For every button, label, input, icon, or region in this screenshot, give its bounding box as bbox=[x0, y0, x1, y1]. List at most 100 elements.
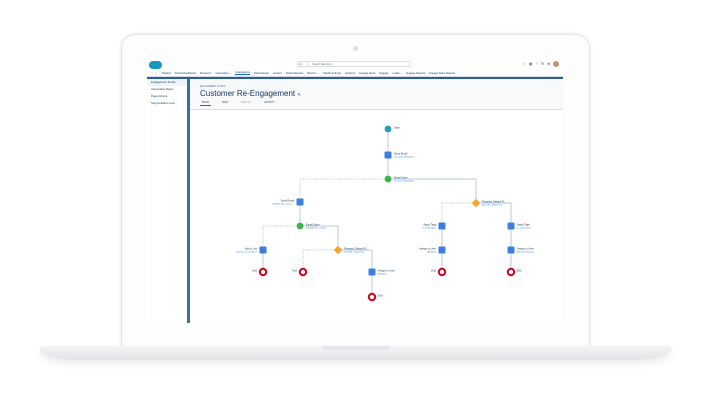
end-icon bbox=[437, 267, 447, 277]
node-detail: Job Title contains ba... bbox=[482, 204, 504, 207]
sidebar-item[interactable]: Automation Rules bbox=[151, 87, 174, 91]
end-icon bbox=[506, 267, 516, 277]
node-detail: Maureen Faherty bbox=[517, 251, 535, 254]
flow-node-end[interactable]: End bbox=[292, 267, 308, 277]
node-label: Start bbox=[394, 126, 400, 130]
nav-item[interactable]: Reports ⌄ bbox=[307, 71, 320, 75]
favorites-icon[interactable]: ☆ bbox=[522, 61, 526, 66]
nav-item[interactable]: Pardot Dashboard bbox=[174, 71, 196, 75]
flow-connector bbox=[300, 225, 339, 250]
nav-item[interactable]: Prospects bbox=[199, 71, 212, 75]
nav-item[interactable]: Leads ⌄ bbox=[392, 71, 403, 75]
nav-item[interactable]: Pardot Email bbox=[253, 71, 269, 75]
flow-connector bbox=[476, 202, 512, 226]
nav-item[interactable]: Campaigns ⌄ bbox=[215, 71, 232, 75]
nav-item[interactable]: Analytics bbox=[345, 71, 356, 75]
nav-item[interactable]: Engage Alerts bbox=[359, 71, 376, 75]
nav-item[interactable]: Pardot Reports bbox=[285, 71, 304, 75]
flow-connector bbox=[441, 202, 476, 226]
flow-node-end[interactable]: End bbox=[252, 267, 268, 277]
tab[interactable]: ACTIVITY bbox=[264, 101, 275, 104]
nav-item[interactable]: Automations bbox=[235, 71, 250, 75]
flow-node-end[interactable]: End bbox=[506, 267, 522, 277]
trigger-icon bbox=[384, 175, 392, 183]
help-icon[interactable]: ? bbox=[535, 61, 538, 66]
action-icon bbox=[507, 246, 515, 254]
nav-item[interactable]: Engage Team Reports bbox=[429, 71, 456, 75]
nav-item[interactable]: Engage Reports bbox=[406, 71, 426, 75]
action-icon bbox=[384, 151, 392, 159]
node-label: Assign to User bbox=[517, 247, 534, 251]
app-name: Pardot bbox=[162, 71, 171, 75]
bell-icon[interactable]: ♣ bbox=[547, 61, 550, 66]
flow-node-end[interactable]: End bbox=[367, 292, 383, 302]
action-icon bbox=[507, 222, 515, 230]
breadcrumb: ENGAGEMENT STUDIO bbox=[200, 86, 226, 88]
gear-icon[interactable]: ⚙ bbox=[540, 61, 545, 66]
tab[interactable]: REPORT bbox=[241, 101, 252, 104]
start-icon bbox=[384, 125, 392, 133]
node-detail: Bill Bask bbox=[378, 274, 387, 276]
nav-item[interactable]: Content bbox=[272, 71, 282, 75]
node-detail: 6 Month disc. to bus... bbox=[273, 203, 295, 206]
title-text: Customer Re-Engagement bbox=[200, 89, 296, 98]
flow-node-rule[interactable]: Prospect Default Fi...Job Title contains… bbox=[333, 245, 369, 255]
flow-node-start[interactable]: Start bbox=[384, 125, 400, 133]
nav-item[interactable]: Pardot Settings bbox=[323, 71, 342, 75]
action-icon bbox=[368, 268, 376, 276]
rule-icon bbox=[333, 245, 343, 255]
node-label: End bbox=[378, 294, 383, 298]
trigger-icon bbox=[296, 222, 304, 230]
end-icon bbox=[298, 267, 308, 277]
flow-connector bbox=[299, 178, 388, 202]
flow-node-rule[interactable]: Prospect Default Fi...Job Title contains… bbox=[471, 198, 507, 208]
node-detail: Inactive Lenses Base bbox=[236, 251, 258, 254]
node-label: Prospect Default Fi... bbox=[482, 200, 506, 204]
nav-item[interactable]: Engage bbox=[379, 71, 389, 75]
page-header: ENGAGEMENT STUDIO Customer Re-Engagement… bbox=[190, 79, 563, 110]
action-icon bbox=[438, 222, 446, 230]
node-label: End bbox=[517, 269, 522, 273]
edit-icon[interactable]: ✎ bbox=[297, 92, 301, 97]
sidebar-item[interactable]: Engagement Studio bbox=[147, 79, 187, 86]
tab[interactable]: BUILD bbox=[200, 101, 212, 106]
camera bbox=[353, 46, 358, 51]
sidebar-item[interactable]: Page Actions bbox=[151, 94, 168, 98]
app-launcher-icon[interactable]: ⋮⋮ bbox=[150, 70, 158, 76]
tab[interactable]: TEST bbox=[222, 101, 229, 104]
node-label: Apply Tags bbox=[517, 223, 530, 227]
flow-node-end[interactable]: End bbox=[431, 267, 447, 277]
node-detail: no email open bbox=[422, 228, 437, 230]
action-icon bbox=[296, 198, 304, 206]
rule-icon bbox=[471, 198, 481, 208]
laptop-base bbox=[40, 346, 671, 360]
add-icon[interactable]: ▣ bbox=[528, 61, 533, 66]
node-label: Send Email bbox=[281, 199, 295, 203]
avatar[interactable] bbox=[553, 61, 559, 67]
end-icon bbox=[258, 267, 268, 277]
node-detail: Customer Newslette... bbox=[394, 156, 416, 159]
node-detail: Bill Bask bbox=[428, 252, 437, 254]
node-label: Add to List bbox=[245, 247, 258, 251]
action-icon bbox=[438, 246, 446, 254]
sidebar-item[interactable]: Segmentation Lists bbox=[151, 101, 175, 105]
node-label: Prospect Default Fi... bbox=[344, 247, 368, 251]
salesforce-logo[interactable] bbox=[149, 61, 162, 69]
search-scope[interactable]: All bbox=[298, 62, 308, 67]
